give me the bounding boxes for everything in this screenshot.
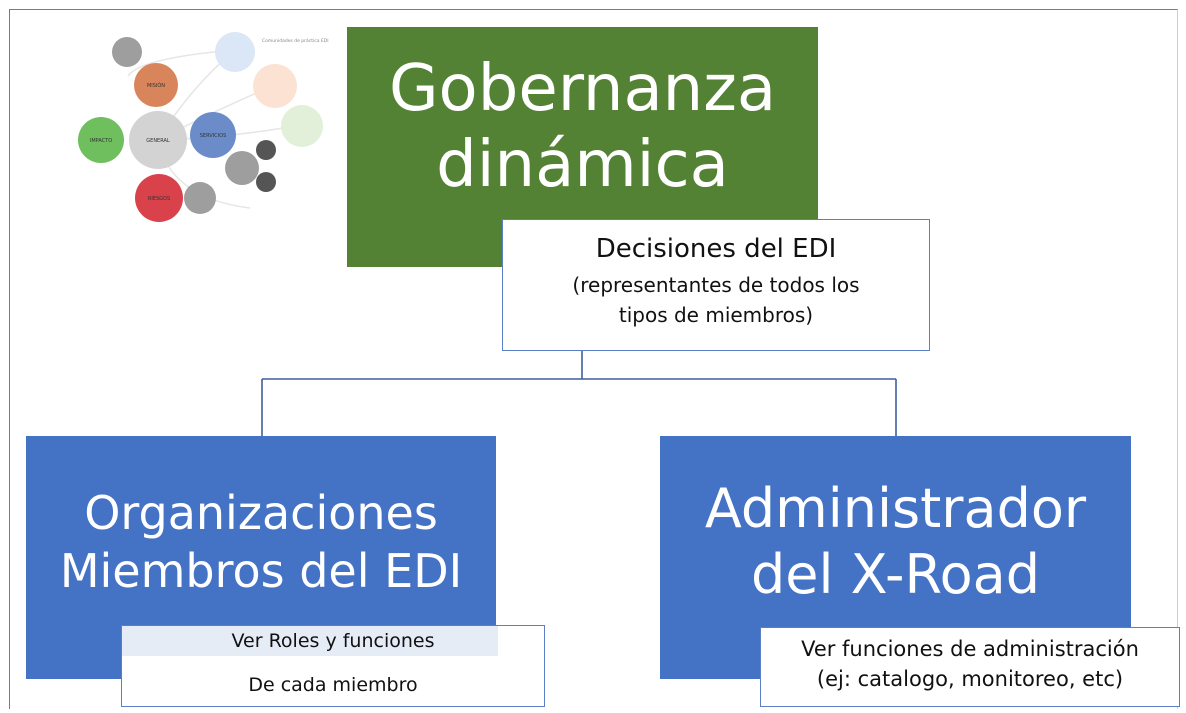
member-roles-note: Ver Roles y funciones De cada miembro <box>121 625 545 707</box>
community-thumbnail-graphic: MISIÓN GENERAL IMPACTO SERVICIOS RIESGOS… <box>78 32 329 222</box>
svg-text:MISIÓN: MISIÓN <box>147 82 165 89</box>
svg-text:IMPACTO: IMPACTO <box>90 138 112 144</box>
decision-title: Decisiones del EDI <box>595 234 837 264</box>
member-organizations-title: Organizaciones Miembros del EDI <box>59 486 463 598</box>
decision-subtitle: (representantes de todos los tipos de mi… <box>572 273 860 327</box>
svg-text:Comunidades de práctica EDI: Comunidades de práctica EDI <box>262 37 329 44</box>
member-roles-line1: Ver Roles y funciones <box>231 630 435 652</box>
svg-text:GENERAL: GENERAL <box>146 138 170 144</box>
slide-frame <box>9 9 1178 709</box>
member-roles-line2: De cada miembro <box>248 674 418 696</box>
admin-functions-note: Ver funciones de administración (ej: cat… <box>760 627 1180 707</box>
decision-box: Decisiones del EDI (representantes de to… <box>502 219 930 351</box>
svg-text:RIESGOS: RIESGOS <box>148 196 170 202</box>
svg-text:SERVICIOS: SERVICIOS <box>200 133 227 139</box>
xroad-admin-title: Administrador del X-Road <box>704 477 1087 606</box>
community-thumbnail: MISIÓN GENERAL IMPACTO SERVICIOS RIESGOS… <box>70 28 340 228</box>
governance-title: Gobernanza dinámica <box>388 52 777 202</box>
note-highlight <box>122 626 498 656</box>
